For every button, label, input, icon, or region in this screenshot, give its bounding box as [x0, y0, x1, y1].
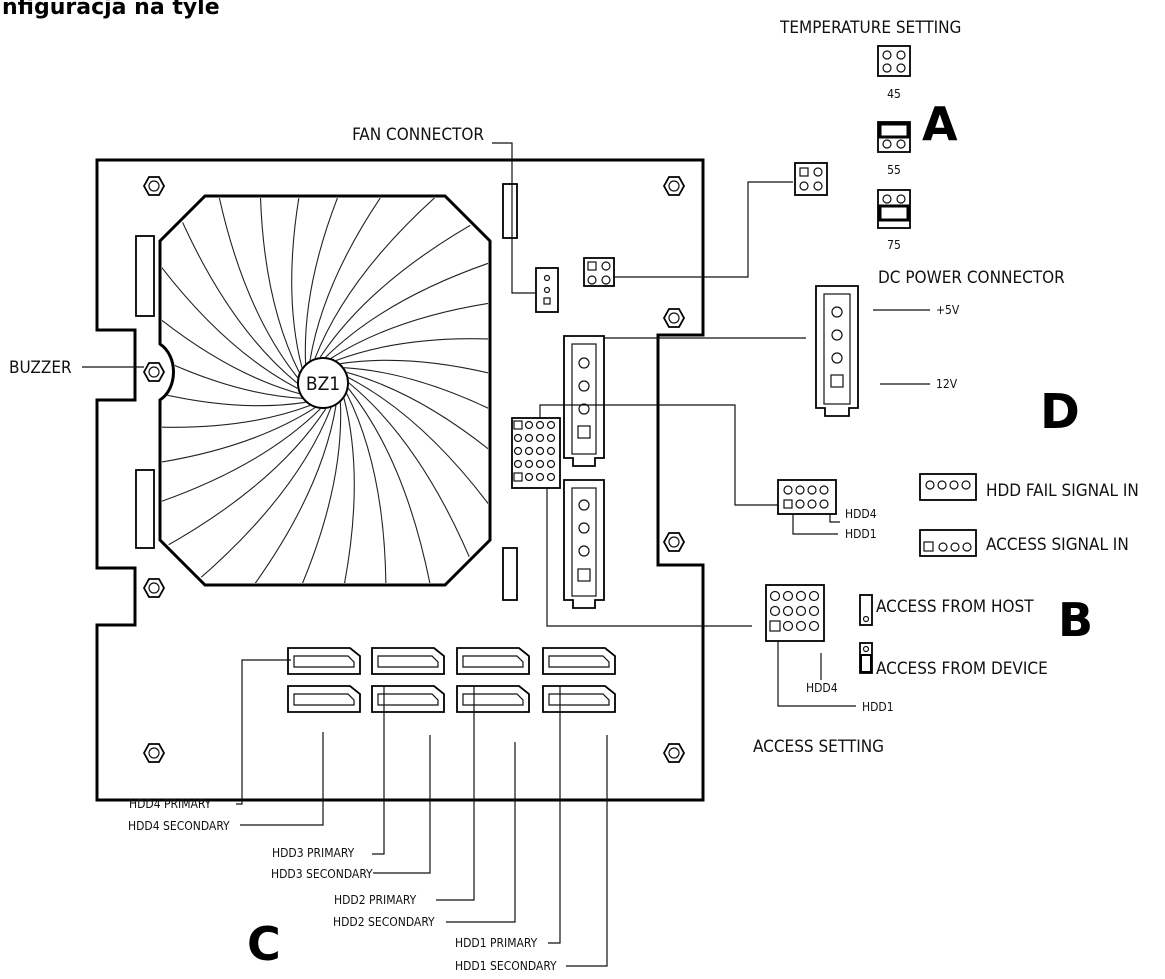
- hdd1-label-signal: HDD1: [845, 527, 877, 541]
- left-slot-upper: [135, 235, 155, 317]
- dc-power-connector: [815, 285, 859, 417]
- hdd1-secondary-label: HDD1 SECONDARY: [455, 959, 557, 973]
- letter-b: B: [1058, 593, 1093, 647]
- fan-connector: [535, 267, 559, 313]
- access-from-device-icon: [859, 642, 873, 674]
- access-from-host-icon: [859, 594, 873, 626]
- access-setting-label: ACCESS SETTING: [753, 737, 884, 757]
- fan-connector-label: FAN CONNECTOR: [352, 125, 484, 145]
- temp-jumper-75: [877, 189, 911, 229]
- temp-jumper-55: [877, 121, 911, 153]
- hdd1-primary-label: HDD1 PRIMARY: [455, 936, 538, 950]
- page-title: nfiguracja na tyle: [2, 0, 220, 20]
- mounting-holes: [142, 176, 686, 763]
- bz1-label: BZ1: [306, 373, 340, 395]
- temp-jumper-detail: [794, 162, 828, 196]
- temp-jumper-45: [877, 45, 911, 77]
- right-slot-lower: [502, 547, 518, 601]
- buzzer-label: BUZZER: [9, 358, 72, 378]
- temp-55-label: 55: [887, 163, 901, 177]
- hdd-fail-legend-icon: [919, 473, 977, 501]
- access-from-device-label: ACCESS FROM DEVICE: [876, 659, 1048, 679]
- hdd2-secondary-label: HDD2 SECONDARY: [333, 915, 435, 929]
- fan-hub: [297, 357, 349, 409]
- left-slot-lower: [135, 469, 155, 549]
- sata-connectors: [287, 647, 616, 713]
- fan-header-slot: [502, 183, 518, 239]
- hdd2-primary-label: HDD2 PRIMARY: [334, 893, 417, 907]
- hdd-fail-signal-label: HDD FAIL SIGNAL IN: [986, 481, 1139, 501]
- 12v-label: 12V: [936, 377, 958, 391]
- letter-c: C: [247, 917, 281, 971]
- temperature-setting-label: TEMPERATURE SETTING: [779, 18, 961, 38]
- access-signal-legend-icon: [919, 529, 977, 557]
- access-setting-header: [765, 584, 825, 642]
- plus-5v-label: +5V: [936, 303, 960, 317]
- power-connector-upper: [563, 335, 605, 467]
- hdd4-secondary-label: HDD4 SECONDARY: [128, 819, 230, 833]
- dc-power-connector-label: DC POWER CONNECTOR: [878, 268, 1065, 288]
- letter-a: A: [922, 97, 958, 151]
- fan-blades: [162, 198, 488, 583]
- hdd4-label-access: HDD4: [806, 681, 838, 695]
- hdd4-primary-label: HDD4 PRIMARY: [129, 797, 212, 811]
- hdd4-label-signal: HDD4: [845, 507, 877, 521]
- hdd1-label-access: HDD1: [862, 700, 894, 714]
- hdd3-secondary-label: HDD3 SECONDARY: [271, 867, 373, 881]
- power-connector-lower: [563, 479, 605, 609]
- board-pin-header: [511, 417, 561, 489]
- access-from-host-label: ACCESS FROM HOST: [876, 597, 1034, 617]
- access-signal-label: ACCESS SIGNAL IN: [986, 535, 1129, 555]
- letter-d: D: [1040, 384, 1080, 440]
- hdd3-primary-label: HDD3 PRIMARY: [272, 846, 355, 860]
- temp-45-label: 45: [887, 87, 901, 101]
- hdd-fail-header: [777, 479, 837, 515]
- temp-75-label: 75: [887, 238, 901, 252]
